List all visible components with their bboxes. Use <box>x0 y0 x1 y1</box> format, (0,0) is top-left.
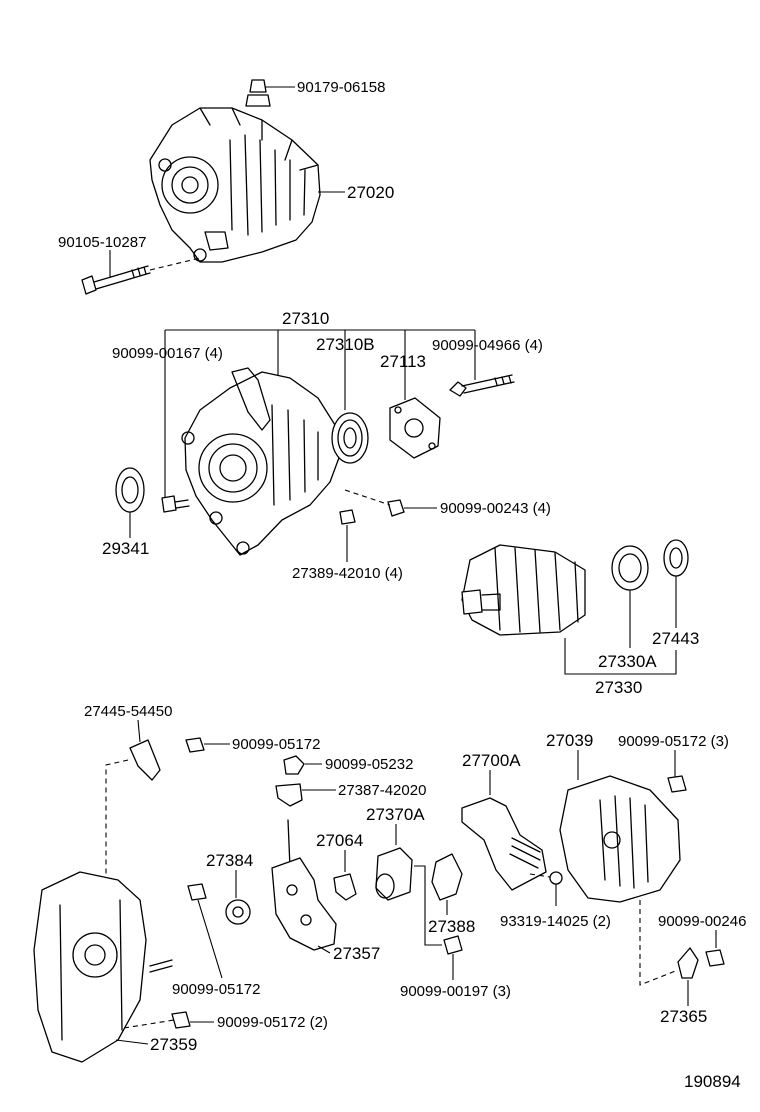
label-rear-bearing: 27330A <box>598 652 657 671</box>
label-cover: 27365 <box>660 1007 707 1026</box>
rear-cover-drawing <box>559 775 681 903</box>
label-insulator: 27064 <box>316 831 363 850</box>
label-alternator: 27020 <box>347 183 394 202</box>
screw-drawing <box>161 495 190 513</box>
label-stud-4: 90099-04966 (4) <box>432 337 543 354</box>
label-bolt-4: 90099-00243 (4) <box>440 500 551 517</box>
label-nut-a: 90099-05172 <box>232 736 320 753</box>
label-regulator: 27700A <box>462 751 521 770</box>
label-washer-2: 93319-14025 (2) <box>500 913 611 930</box>
long-bolt-drawing <box>81 257 201 295</box>
rectifier-drawing <box>271 819 337 951</box>
label-nut-right: 90099-00246 <box>658 913 746 930</box>
insulator-drawing <box>339 509 356 525</box>
terminal-drawing <box>275 783 303 807</box>
bolt-4-drawing <box>344 489 405 517</box>
label-long-bolt: 90105-10287 <box>58 234 146 251</box>
label-insulator-4: 27389-42010 (4) <box>292 565 403 582</box>
label-washer: 27384 <box>206 851 253 870</box>
label-spacer: 29341 <box>102 539 149 558</box>
label-nut-top: 90179-06158 <box>297 79 385 96</box>
label-cover-ring: 27443 <box>652 629 699 648</box>
label-nut-3: 90099-05172 (3) <box>618 733 729 750</box>
rear-bearing-drawing <box>611 545 649 591</box>
washer-drawing <box>225 899 251 925</box>
nut-c-drawing <box>187 883 207 901</box>
label-screw-4: 90099-00167 (4) <box>112 345 223 362</box>
label-nut-b: 90099-05232 <box>325 756 413 773</box>
label-plate: 27445-54450 <box>84 703 172 720</box>
retainer-plate-drawing <box>389 397 441 459</box>
front-bearing-drawing <box>331 412 369 464</box>
alternator-assembly-drawing <box>149 79 321 263</box>
brush-holder-drawing <box>375 847 413 901</box>
label-terminal: 27387-42020 <box>338 782 426 799</box>
insulator-tab-drawing <box>333 873 357 901</box>
bush-drawing <box>431 853 463 901</box>
nut-3-drawing <box>667 775 687 793</box>
label-frame-group: 27310 <box>282 309 329 328</box>
label-rectifier: 27357 <box>333 944 380 963</box>
label-retainer: 27113 <box>380 352 426 371</box>
stud-drawing <box>449 374 515 397</box>
rotor-drawing <box>461 544 586 636</box>
nut-a-drawing <box>185 737 205 753</box>
spacer-drawing <box>115 467 145 513</box>
nut-right-drawing <box>705 949 725 967</box>
regulator-drawing <box>461 797 547 891</box>
plate-drawing <box>129 739 161 781</box>
nut-b-drawing <box>283 755 305 775</box>
label-bearing-front: 27310B <box>316 335 375 354</box>
washer-2-drawing <box>549 871 563 885</box>
screw-3-drawing <box>443 935 463 955</box>
label-nut-c: 90099-05172 <box>172 981 260 998</box>
label-rear-cover: 27039 <box>546 731 593 750</box>
label-brush-holder: 27370A <box>366 805 425 824</box>
label-nut-2: 90099-05172 (2) <box>217 1014 328 1031</box>
nut-2-drawing <box>171 1011 191 1029</box>
label-bush: 27388 <box>428 917 475 936</box>
cover-ring-drawing <box>663 539 689 577</box>
label-screw-3: 90099-00197 (3) <box>400 983 511 1000</box>
label-end-frame: 27359 <box>150 1035 197 1054</box>
drive-end-frame-drawing <box>181 367 341 556</box>
cover-drawing <box>677 947 699 979</box>
diagram-id: 190894 <box>684 1072 741 1091</box>
end-frame-drawing <box>33 871 173 1063</box>
label-rotor-group: 27330 <box>595 678 642 697</box>
